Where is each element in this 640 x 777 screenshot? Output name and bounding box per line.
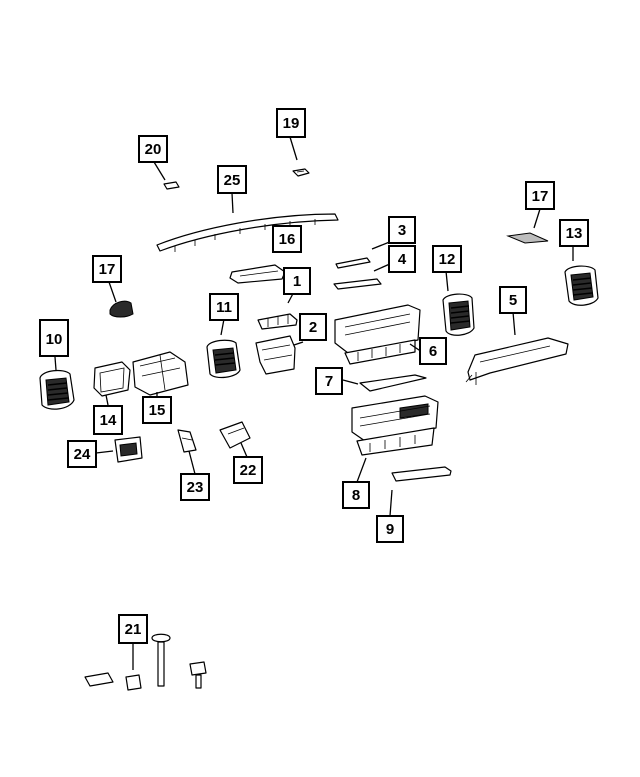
callout-label: 19 xyxy=(283,115,300,132)
callout-label: 7 xyxy=(325,373,333,390)
callout-13: 13 xyxy=(559,219,589,247)
callout-label: 15 xyxy=(149,402,166,419)
callout-14: 14 xyxy=(93,405,123,435)
part-24-switch-panel xyxy=(114,436,143,463)
part-switch-bank xyxy=(257,313,298,330)
part-14-duct xyxy=(93,361,131,397)
part-3-trim-strip xyxy=(335,257,371,269)
callout-12: 12 xyxy=(432,245,462,273)
callout-4: 4 xyxy=(388,245,416,273)
callout-label: 10 xyxy=(46,331,63,348)
callout-3: 3 xyxy=(388,216,416,244)
callout-label: 20 xyxy=(145,141,162,158)
part-9-lower-trim xyxy=(391,466,452,482)
callout-label: 17 xyxy=(99,261,116,278)
leader-lines xyxy=(54,136,574,670)
callout-label: 24 xyxy=(74,446,91,463)
part-8-center-stack xyxy=(351,395,439,456)
callout-2: 2 xyxy=(299,313,327,341)
part-22-bracket xyxy=(219,421,251,449)
part-17-right-trim xyxy=(506,232,549,244)
callout-label: 8 xyxy=(352,487,360,504)
callout-17-left: 17 xyxy=(92,255,122,283)
part-5-right-side-panel xyxy=(465,337,569,385)
callout-label: 12 xyxy=(439,251,456,268)
part-2-bracket xyxy=(255,335,296,375)
part-17-left-cap xyxy=(109,300,134,318)
part-23-bracket xyxy=(177,429,197,453)
callout-16: 16 xyxy=(272,225,302,253)
part-25-dash-top-trim xyxy=(156,213,339,252)
callout-17-right: 17 xyxy=(525,181,555,210)
part-12-vent xyxy=(442,293,475,336)
part-1-upper-bezel xyxy=(229,264,286,284)
callout-label: 23 xyxy=(187,479,204,496)
callout-label: 22 xyxy=(240,462,257,479)
callout-24: 24 xyxy=(67,440,97,468)
callout-label: 4 xyxy=(398,251,407,268)
callout-label: 5 xyxy=(509,292,517,309)
part-10-left-vent xyxy=(39,369,75,410)
callout-label: 25 xyxy=(224,172,241,189)
callout-label: 2 xyxy=(309,319,317,336)
callout-label: 6 xyxy=(429,343,437,360)
callout-label: 13 xyxy=(566,225,583,242)
callout-label: 11 xyxy=(216,299,232,316)
callout-label: 21 xyxy=(125,621,142,638)
callout-6: 6 xyxy=(419,337,447,365)
part-21-fasteners xyxy=(84,633,207,691)
callout-1: 1 xyxy=(283,267,311,295)
callout-20: 20 xyxy=(138,135,168,163)
part-20-clip xyxy=(163,181,180,190)
callout-11: 11 xyxy=(209,293,239,321)
part-15-duct-housing xyxy=(132,351,189,396)
part-7-long-trim xyxy=(359,374,427,392)
part-11-vent xyxy=(206,339,241,379)
callout-23: 23 xyxy=(180,473,210,501)
callout-10: 10 xyxy=(39,319,69,357)
callout-7: 7 xyxy=(315,367,343,395)
callout-15: 15 xyxy=(142,396,172,424)
part-6-center-housing xyxy=(334,304,421,365)
part-19-clip xyxy=(292,168,310,177)
callout-label: 3 xyxy=(398,222,406,239)
callout-label: 14 xyxy=(100,412,117,429)
callout-label: 17 xyxy=(532,188,549,205)
callout-9: 9 xyxy=(376,515,404,543)
part-4-trim-strip xyxy=(333,278,382,290)
callout-25: 25 xyxy=(217,165,247,194)
callout-label: 9 xyxy=(386,521,394,538)
callout-22: 22 xyxy=(233,456,263,484)
callout-21: 21 xyxy=(118,614,148,644)
callout-label: 1 xyxy=(293,273,301,290)
part-13-vent xyxy=(564,265,599,306)
callout-5: 5 xyxy=(499,286,527,314)
callout-8: 8 xyxy=(342,481,370,509)
callout-19: 19 xyxy=(276,108,306,138)
callout-label: 16 xyxy=(279,231,296,248)
